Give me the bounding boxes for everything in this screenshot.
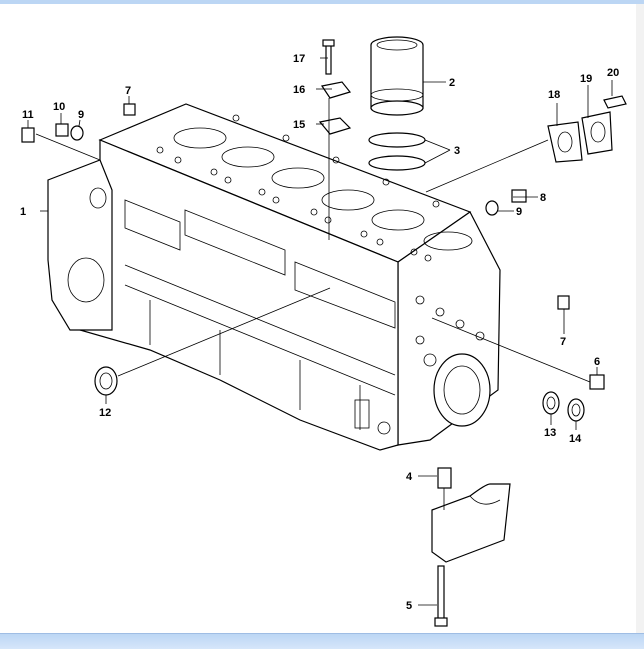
cylinder-liner: [370, 36, 424, 116]
callout-9b: 9: [516, 206, 522, 218]
callout-4: 4: [406, 471, 413, 483]
side-cover-assembly: [425, 95, 627, 193]
callout-1: 1: [20, 206, 26, 218]
callout-9a: 9: [78, 109, 84, 121]
seals-13-14: [542, 391, 585, 422]
callout-11: 11: [22, 109, 34, 121]
callout-10: 10: [53, 101, 65, 113]
leader-lines: [27, 57, 613, 606]
callout-16: 16: [293, 84, 305, 96]
o-rings: [368, 132, 426, 171]
callout-3: 3: [454, 145, 460, 157]
vertical-scrollbar[interactable]: [636, 4, 644, 633]
callout-7b: 7: [560, 336, 566, 348]
callout-20: 20: [607, 67, 619, 79]
callout-14: 14: [569, 433, 582, 445]
plug-6: [589, 374, 605, 390]
callout-labels: 1 2 3 4 5 6 7 7 8 9 9 10 11 12 13 14 15 …: [20, 53, 619, 612]
plug-right-lower: [557, 295, 570, 310]
callout-12: 12: [99, 407, 111, 419]
callout-15: 15: [293, 119, 305, 131]
callout-7a: 7: [125, 85, 131, 97]
main-bearing-cap: [431, 467, 511, 627]
callout-19: 19: [580, 73, 592, 85]
callout-18: 18: [548, 89, 560, 101]
cylinder-block: [47, 103, 501, 451]
exploded-parts-diagram: 1 2 3 4 5 6 7 7 8 9 9 10 11 12 13 14 15 …: [20, 36, 627, 627]
callout-2: 2: [449, 77, 455, 89]
callout-17: 17: [293, 53, 305, 65]
callout-5: 5: [406, 600, 412, 612]
seal-12: [94, 366, 118, 396]
cover-plate-assembly: [318, 39, 352, 240]
callout-13: 13: [544, 427, 556, 439]
callout-8: 8: [540, 192, 546, 204]
window-top-edge: [0, 0, 644, 4]
plug-right: [485, 189, 527, 216]
callout-6: 6: [594, 356, 600, 368]
status-bar: [0, 633, 644, 649]
